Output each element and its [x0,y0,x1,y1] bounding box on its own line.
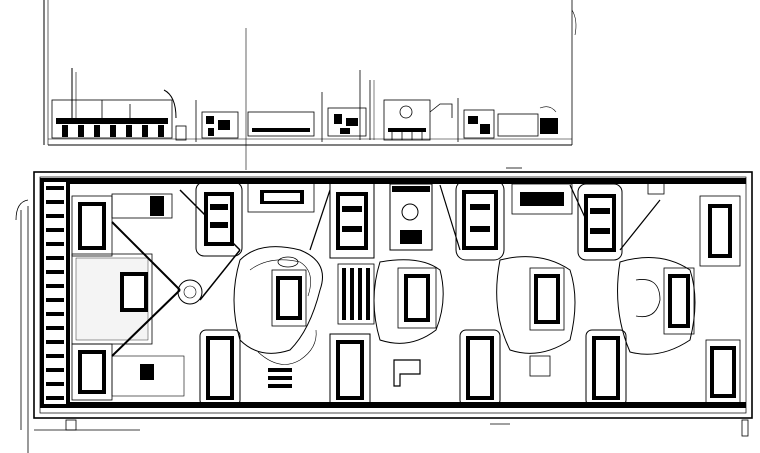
elevation-building-1 [51,68,187,141]
landscape-paths [177,246,696,365]
elevation-building-2 [195,100,315,142]
building-row-upper [195,179,741,267]
elevation-building-4 [383,99,431,141]
tree-row-left [46,186,64,400]
building-row-lower [199,263,741,407]
elevation-building-5 [429,98,558,142]
upper-elevation-strip [43,0,577,170]
elevation-building-3 [321,70,375,142]
commercial-block [71,193,185,401]
site-plan [15,167,753,453]
